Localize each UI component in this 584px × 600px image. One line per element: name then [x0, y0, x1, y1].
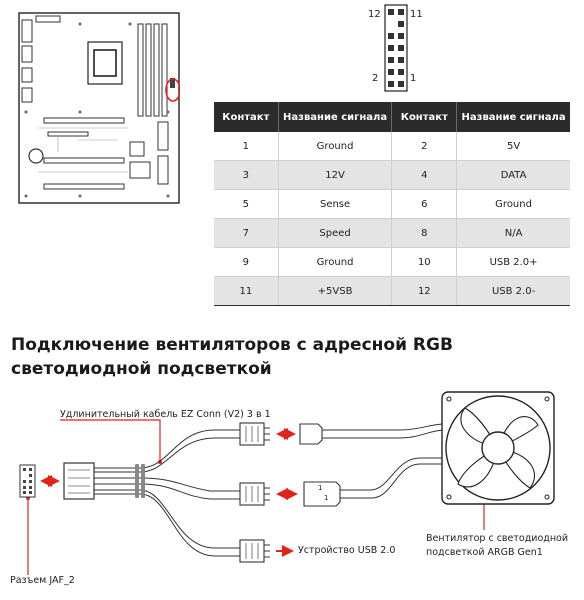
table-row: 7 Speed 8 N/A	[214, 218, 570, 248]
table-row: 3 12V 4 DATA	[214, 160, 570, 190]
table-cell: USB 2.0+	[456, 247, 570, 277]
fan-label-line2: подсветкой ARGB Gen1	[426, 547, 543, 558]
table-cell: 3	[214, 160, 279, 190]
connector-mark: 1	[318, 484, 322, 492]
table-cell: Ground	[278, 247, 393, 277]
table-cell: 8	[391, 218, 458, 248]
table-cell: 2	[391, 132, 458, 161]
pin-label-1: 1	[410, 73, 417, 84]
table-row: 1 Ground 2 5V	[214, 132, 570, 161]
table-cell: Ground	[456, 189, 570, 219]
column-header: Контакт	[391, 102, 458, 132]
table-cell: 10	[391, 247, 458, 277]
table-cell: 6	[391, 189, 458, 219]
fan-connection-diagram: 1 1	[19, 391, 555, 575]
table-cell: Speed	[278, 218, 393, 248]
table-cell: Ground	[278, 132, 393, 161]
table-cell: 11	[214, 276, 279, 306]
pin-header-diagram	[384, 4, 408, 92]
motherboard-drawing	[18, 12, 180, 204]
pin-label-11: 11	[410, 9, 423, 20]
table-cell: 5V	[456, 132, 570, 161]
pin-label-12: 12	[368, 9, 381, 20]
pinout-table: Контакт Название сигнала Контакт Названи…	[214, 102, 570, 306]
table-cell: USB 2.0-	[456, 276, 570, 306]
table-row: 11 +5VSB 12 USB 2.0-	[214, 276, 570, 306]
fan-label-line1: Вентилятор с светодиодной	[426, 533, 569, 544]
jaf2-header-label: Разъем JAF_2	[10, 575, 75, 586]
table-cell: Sense	[278, 189, 393, 219]
section-title: Подключение вентиляторов с адресной RGB …	[11, 335, 453, 379]
table-cell: 7	[214, 218, 279, 248]
table-cell: 12	[391, 276, 458, 306]
column-header: Название сигнала	[456, 102, 570, 132]
table-cell: 1	[214, 132, 279, 161]
table-cell: 4	[391, 160, 458, 190]
connector-mark: 1	[324, 494, 328, 502]
pin-label-2: 2	[372, 73, 379, 84]
usb-device-label: Устройство USB 2.0	[298, 545, 396, 556]
table-cell: N/A	[456, 218, 570, 248]
column-header: Название сигнала	[278, 102, 393, 132]
table-row: 5 Sense 6 Ground	[214, 189, 570, 219]
column-header: Контакт	[214, 102, 279, 132]
table-cell: +5VSB	[278, 276, 393, 306]
table-cell: DATA	[456, 160, 570, 190]
table-row: 9 Ground 10 USB 2.0+	[214, 247, 570, 277]
table-cell: 9	[214, 247, 279, 277]
table-cell: 5	[214, 189, 279, 219]
table-header-row: Контакт Название сигнала Контакт Названи…	[214, 102, 570, 132]
table-cell: 12V	[278, 160, 393, 190]
extension-cable-label: Удлинительный кабель EZ Conn (V2) 3 в 1	[60, 409, 271, 420]
